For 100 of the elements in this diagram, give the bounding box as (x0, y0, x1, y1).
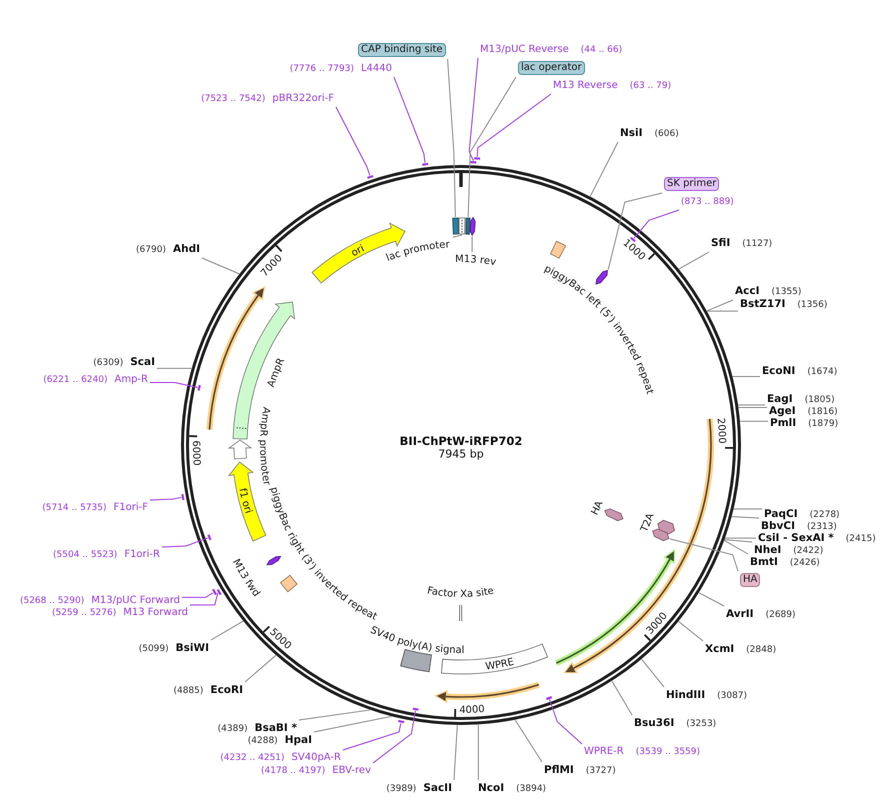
leader-line (634, 210, 680, 239)
enzyme-site-label: PaqCI (2278) (764, 508, 840, 521)
leader-line (150, 382, 198, 388)
primer-label: (873 .. 889) (681, 196, 734, 208)
leader-line (724, 539, 752, 542)
primer-site-tick (470, 161, 476, 164)
primer-mark (470, 216, 476, 236)
leader-line (394, 76, 426, 164)
leader-line (549, 699, 582, 744)
leader-line (372, 710, 416, 764)
leader-line (476, 94, 552, 158)
leader-line (150, 496, 182, 500)
leader-line (738, 406, 768, 408)
tag-mark (657, 520, 675, 534)
enzyme-site-label: (5099) BsiWI (138, 642, 209, 655)
leader-line (468, 76, 516, 218)
enzyme-site-label: NcoI (3894) (478, 782, 546, 795)
scale-number: 4000 (459, 704, 486, 716)
site-mark (459, 605, 462, 621)
primer-site-tick (207, 534, 212, 540)
feature-tag: HA (740, 573, 760, 587)
leader-line (611, 680, 632, 716)
leader-line (298, 709, 371, 720)
enzyme-site-label: CsiI - SexAI * (2415) (758, 532, 876, 545)
enzyme-site-label: (4288) HpaI (248, 734, 312, 747)
leader-line (190, 592, 218, 606)
feature-tag: CAP binding site (358, 43, 446, 57)
feature-name: M13 rev (455, 254, 497, 268)
enzyme-site-label: PflMI (3727) (544, 764, 616, 777)
primer-mark (596, 270, 608, 285)
primer-label: (7776 .. 7793) L4440 (290, 63, 392, 75)
leader-line (678, 252, 710, 270)
primer-site-tick (198, 384, 201, 391)
feature-name: T2A (639, 512, 657, 534)
primer-label: M13 Reverse (63 .. 79) (553, 80, 672, 92)
leader-line (733, 508, 762, 510)
leader-line (314, 716, 392, 732)
enzyme-site-label: XcmI (2848) (705, 643, 776, 656)
enzyme-site-label: AvrII (2689) (726, 608, 796, 621)
leader-line (156, 368, 192, 369)
leader-line (202, 258, 240, 274)
leader-line (472, 236, 473, 252)
leader-line (640, 658, 664, 688)
leader-line (468, 58, 478, 162)
primer-label: (7523 .. 7542) pBR322ori-F (201, 93, 334, 105)
tag-mark (604, 508, 624, 522)
leader-line (724, 540, 748, 554)
enzyme-site-label: PmlI (1879) (770, 417, 838, 430)
leader-line (706, 300, 734, 312)
enzyme-site-label: AccI (1355) (735, 285, 802, 298)
leader-line (447, 58, 456, 218)
leader-line (678, 620, 704, 642)
tag-mark (652, 528, 670, 542)
primer-site-tick (412, 708, 419, 711)
enzyme-site-label: HindIII (3087) (666, 689, 748, 702)
enzyme-site-label: EcoNI (1674) (762, 365, 838, 378)
leader-line (454, 724, 458, 780)
enzyme-site-label: (6309) ScaI (93, 356, 155, 369)
leader-line (732, 376, 760, 378)
leader-line (731, 516, 760, 518)
primer-site-tick (422, 162, 428, 166)
enzyme-site-label: (6790) AhdI (136, 243, 200, 256)
enzyme-site-label: Bsu36I (3253) (634, 717, 716, 730)
leader-line (336, 106, 370, 176)
leader-line (590, 142, 618, 198)
primer-label: (4178 .. 4197) EBV-rev (261, 765, 371, 777)
enzyme-site-label: BstZ17I (1356) (740, 298, 828, 311)
leader-line (342, 722, 402, 750)
leader-line (738, 404, 766, 406)
feature-box (550, 240, 566, 259)
plasmid-size: 7945 bp (438, 448, 484, 460)
enzyme-site-label: (3989) SacII (386, 782, 452, 795)
primer-label: (5268 .. 5290) M13/pUC Forward (20, 595, 180, 607)
enzyme-site-label: (4389) BsaBI * (218, 722, 297, 735)
feature-name: Factor Xa site (426, 585, 495, 600)
primer-label: (4232 .. 4251) SV40pA-R (220, 752, 341, 764)
leader-line (698, 592, 724, 606)
enzyme-site-label: NsiI (606) (620, 127, 679, 140)
enzyme-site-label: BmtI (2426) (750, 556, 820, 569)
leader-line (724, 538, 756, 539)
enzyme-site-label: AgeI (1816) (769, 405, 838, 418)
enzyme-site-label: BbvCI (2313) (761, 520, 837, 533)
primer-label: (5504 .. 5523) F1ori-R (53, 549, 160, 561)
leader-line (608, 192, 662, 270)
leader-line (669, 538, 738, 572)
primer-label: (6221 .. 6240) Amp-R (43, 374, 148, 386)
primer-site-tick (546, 696, 552, 700)
leader-line (182, 592, 214, 598)
feature-tag: lac operator (518, 61, 585, 75)
primer-mark (266, 556, 282, 566)
leader-line (478, 724, 479, 780)
primer-site-tick (474, 157, 480, 160)
feature-block (232, 302, 295, 440)
feature-box (452, 218, 459, 235)
leader-line (706, 310, 738, 312)
leader-line (740, 420, 768, 422)
primer-label: (5714 .. 5735) F1ori-F (42, 502, 148, 514)
enzyme-site-label: EagI (1805) (767, 393, 835, 406)
primer-label: WPRE-R (3539 .. 3559) (584, 746, 700, 758)
plasmid-name: BII-ChPtW-iRFP702 (400, 434, 522, 448)
